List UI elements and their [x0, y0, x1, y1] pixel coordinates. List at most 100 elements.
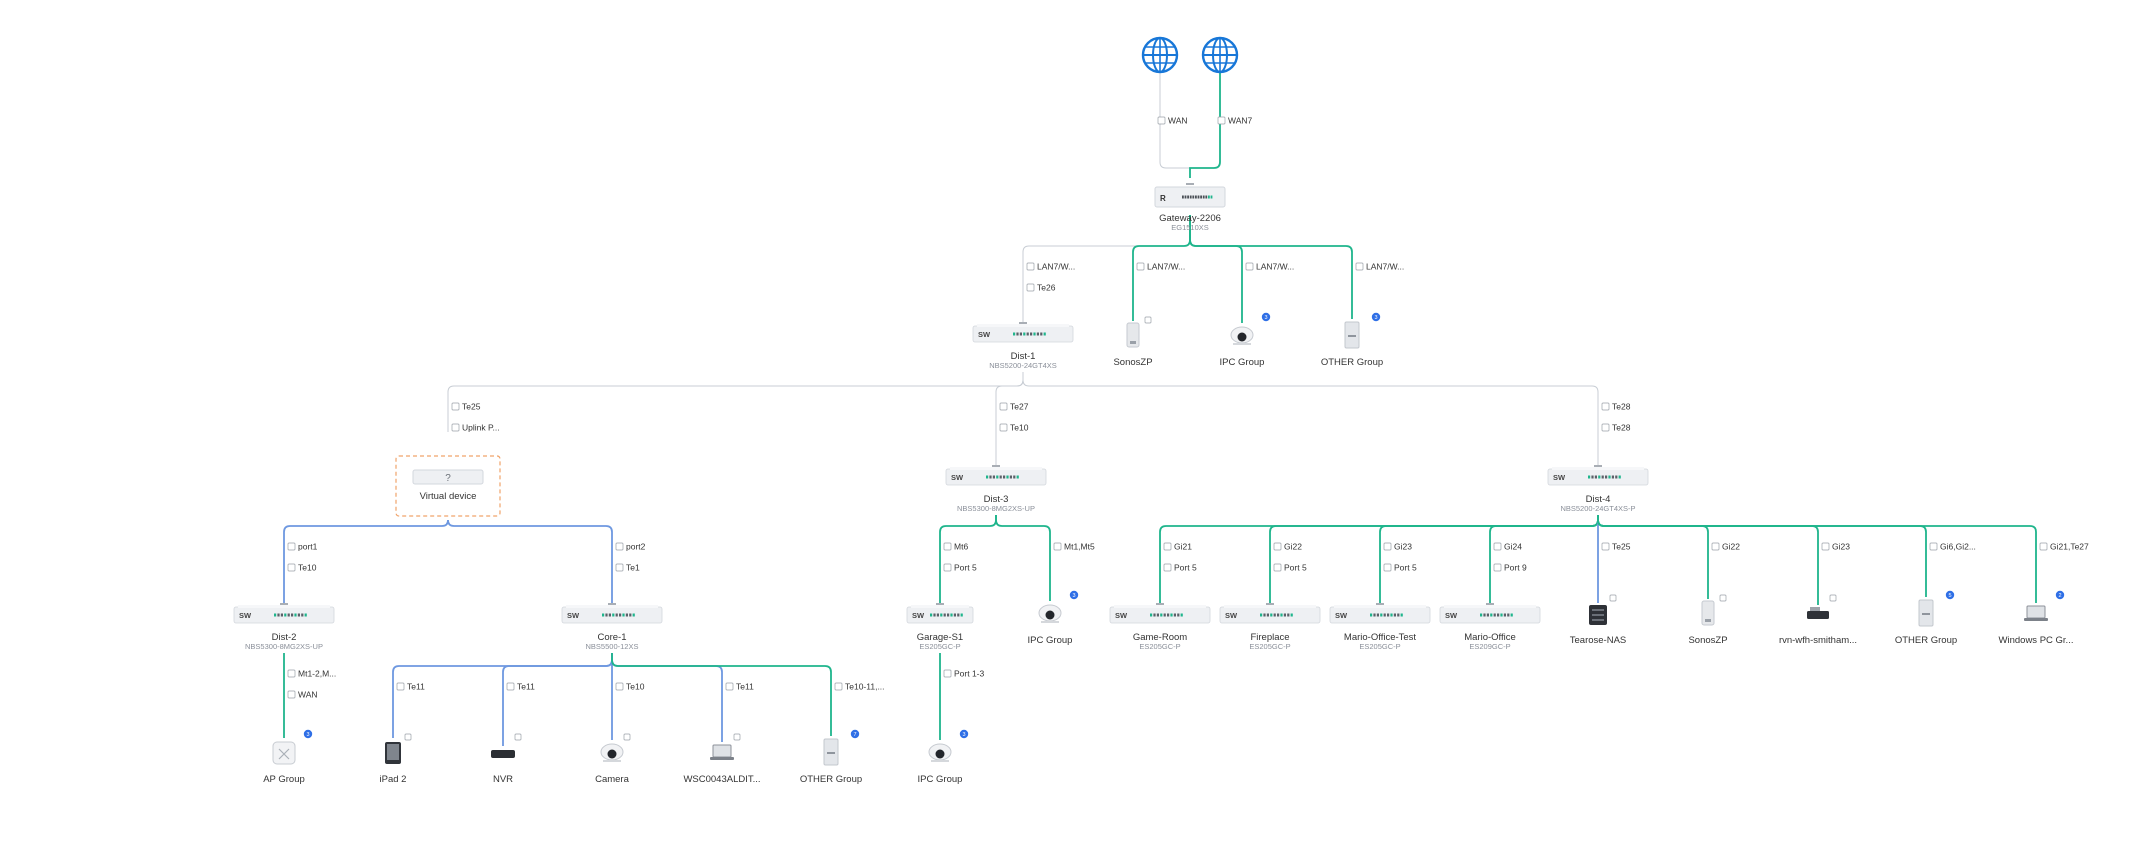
node-rvn[interactable]: rvn-wfh-smitham... — [1779, 594, 1857, 646]
port-label-text: Te28 — [1612, 402, 1631, 412]
device-name: Garage-S1 — [917, 632, 963, 643]
port-label: Gi24 — [1493, 542, 1522, 552]
device-name: AP Group — [263, 774, 305, 785]
port-icon — [1601, 402, 1610, 411]
device-badge: SW — [567, 611, 580, 620]
node-sonos1[interactable]: SonosZP — [1113, 316, 1153, 368]
port-label: Port 1-3 — [943, 669, 985, 679]
wan-link — [1189, 73, 1221, 178]
port-icon — [506, 682, 515, 691]
link-mario — [1489, 515, 1599, 605]
device-model: ES205GC-P — [1139, 642, 1180, 651]
device-model: NBS5500-12XS — [586, 642, 639, 651]
port-label: Port 5 — [1383, 563, 1417, 573]
node-ipad[interactable]: iPad 2 — [380, 733, 412, 785]
node-virt[interactable]: ?Virtual device — [395, 455, 501, 517]
link-other4 — [1597, 515, 1927, 597]
node-cam[interactable]: Camera — [595, 733, 631, 785]
port-label: Port 5 — [943, 563, 977, 573]
count-badge-text: 3 — [1264, 315, 1267, 321]
port-icon — [287, 542, 296, 551]
port-label: Mt6 — [943, 542, 968, 552]
device-name: Dist-4 — [1586, 494, 1611, 505]
link-other1 — [1189, 215, 1353, 319]
status-icon — [514, 733, 522, 741]
port-label-text: WAN — [1168, 116, 1188, 126]
device-name: Core-1 — [597, 632, 626, 643]
port-label-text: Gi22 — [1722, 542, 1740, 552]
node-nas[interactable]: Tearose-NAS — [1570, 594, 1627, 646]
laptop-icon — [712, 744, 732, 758]
device-name: IPC Group — [1220, 357, 1265, 368]
node-sonos2[interactable]: SonosZP — [1688, 594, 1728, 646]
count-badge — [1371, 312, 1381, 322]
device-name: Gateway-2206 — [1159, 213, 1221, 224]
count-badge-text: 3 — [1072, 593, 1075, 599]
port-label-text: Te28 — [1612, 423, 1631, 433]
port-label: Mt1-2,M... — [287, 669, 336, 679]
count-badge — [2055, 590, 2065, 600]
port-label-text: WAN — [298, 690, 318, 700]
device-name: IPC Group — [918, 774, 963, 785]
nvr-icon — [491, 750, 515, 758]
link-sonos2 — [1597, 515, 1709, 599]
port-label: port2 — [615, 542, 646, 552]
port-label: Te25 — [1601, 542, 1631, 552]
port-label: Te1 — [615, 563, 640, 573]
port-icon — [1026, 262, 1035, 271]
internet-node[interactable] — [1201, 36, 1239, 74]
port-icon — [1821, 542, 1830, 551]
port-label-text: Gi21 — [1174, 542, 1192, 552]
status-icon — [1829, 594, 1837, 602]
internet-node[interactable] — [1141, 36, 1179, 74]
count-badge — [1069, 590, 1079, 600]
port-icon — [615, 563, 624, 572]
port-icon — [2039, 542, 2048, 551]
laptop-icon — [2026, 605, 2046, 619]
port-icon — [451, 402, 460, 411]
port-icon — [615, 542, 624, 551]
node-apg[interactable]: 3AP Group — [263, 729, 313, 785]
port-label: Gi21,Te27 — [2039, 542, 2089, 552]
port-label: Gi6,Gi2... — [1929, 542, 1976, 552]
device-model: NBS5300-8MG2XS-UP — [957, 504, 1035, 513]
port-icon — [1493, 542, 1502, 551]
status-icon — [1609, 594, 1617, 602]
port-label-text: Port 5 — [1394, 563, 1417, 573]
device-name: Dist-3 — [984, 494, 1009, 505]
router-icon — [1807, 611, 1829, 619]
count-badge-text: 2 — [2058, 593, 2061, 599]
port-label-text: Te25 — [462, 402, 481, 412]
port-label-text: Te10 — [1010, 423, 1029, 433]
device-name: Windows PC Gr... — [1999, 635, 2074, 646]
port-label: Gi22 — [1273, 542, 1302, 552]
port-label-text: Mt6 — [954, 542, 968, 552]
port-label: Port 5 — [1273, 563, 1307, 573]
node-wsc[interactable]: WSC0043ALDIT... — [683, 733, 761, 785]
device-name: IPC Group — [1028, 635, 1073, 646]
port-icon — [1711, 542, 1720, 551]
node-nvr[interactable]: NVR — [491, 733, 522, 785]
port-label-text: Te10 — [298, 563, 317, 573]
device-badge: SW — [1553, 473, 1566, 482]
